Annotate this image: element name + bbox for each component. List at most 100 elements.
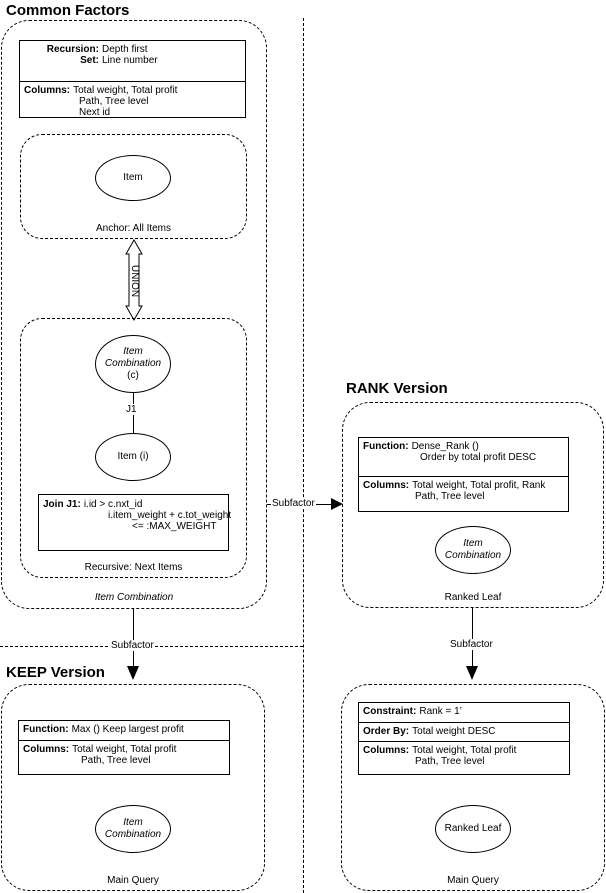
keep-version-container bbox=[1, 684, 265, 891]
rank-version-title: RANK Version bbox=[346, 380, 448, 397]
columns-row: Next id bbox=[24, 107, 241, 118]
constraint-key: Constraint: bbox=[363, 706, 417, 717]
prop-key: Set: bbox=[80, 55, 99, 66]
rank-function-row: Order by total profit DESC bbox=[363, 452, 564, 463]
rank-function-section: Function: Dense_Rank () Order by total p… bbox=[359, 438, 568, 476]
ranked-leaf-node-label: Ranked Leaf bbox=[444, 823, 502, 834]
columns-key: Columns: bbox=[363, 745, 410, 756]
node-line: Item bbox=[463, 538, 483, 549]
recursive-container bbox=[20, 318, 247, 578]
section-divider-vertical bbox=[303, 18, 304, 893]
keep-columns-section: Columns: Total weight, Total profit Path… bbox=[19, 740, 229, 768]
common-factors-container bbox=[1, 20, 267, 609]
columns-line: Total weight, Total profit bbox=[412, 745, 517, 756]
subfactor-edge-rank-label: Subfactor bbox=[271, 498, 316, 509]
function-key: Function: bbox=[23, 724, 69, 735]
subfactor-edge-main-label: Subfactor bbox=[449, 639, 494, 650]
join-key: Join J1: bbox=[43, 499, 81, 510]
prop-row-set: Set: Line number bbox=[24, 55, 241, 66]
function-line: Order by total profit DESC bbox=[420, 452, 537, 463]
columns-line: Path, Tree level bbox=[79, 96, 149, 107]
constraint-value: Rank = 1’ bbox=[419, 706, 462, 717]
orderby-key: Order By: bbox=[363, 726, 410, 737]
orderby-value: Total weight DESC bbox=[412, 726, 496, 737]
join-row: <= :MAX_WEIGHT bbox=[43, 521, 224, 532]
node-line: Item bbox=[123, 346, 143, 357]
rank-props-box: Function: Dense_Rank () Order by total p… bbox=[358, 437, 569, 512]
rank-item-combination-node: Item Combination bbox=[435, 526, 511, 574]
main-props-box: Constraint: Rank = 1’ Order By: Total we… bbox=[358, 702, 570, 775]
node-line: Combination bbox=[444, 550, 502, 561]
keep-columns-row: Columns: Total weight, Total profit bbox=[23, 744, 225, 755]
rank-columns-row: Path, Tree level bbox=[363, 491, 564, 502]
columns-line: Next id bbox=[79, 107, 111, 118]
main-columns-row: Path, Tree level bbox=[363, 756, 565, 767]
keep-caption: Main Query bbox=[107, 875, 159, 886]
rank-version-container bbox=[342, 402, 604, 608]
main-columns-section: Columns: Total weight, Total profit Path… bbox=[359, 741, 569, 769]
subfactor-edge-keep-label: Subfactor bbox=[110, 640, 155, 651]
keep-function-section: Function: Max () Keep largest profit bbox=[19, 721, 229, 740]
columns-row: Path, Tree level bbox=[24, 96, 241, 107]
prop-row-recursion: Recursion: Depth first bbox=[24, 44, 241, 55]
common-factors-title: Common Factors bbox=[6, 2, 130, 19]
item-i-node-label: Item (i) bbox=[117, 451, 149, 462]
rank-function-row: Function: Dense_Rank () bbox=[363, 441, 564, 452]
orderby-section: Order By: Total weight DESC bbox=[359, 722, 569, 741]
anchor-caption: Anchor: All Items bbox=[95, 223, 172, 234]
subfactor-edge-main-line bbox=[472, 608, 473, 668]
rank-caption: Ranked Leaf bbox=[444, 592, 502, 603]
main-columns-row: Columns: Total weight, Total profit bbox=[363, 745, 565, 756]
columns-line: Total weight, Total profit bbox=[73, 85, 178, 96]
join-line: i.item_weight + c.tot_weight bbox=[108, 510, 232, 521]
join-box: Join J1: i.id > c.nxt_id i.item_weight +… bbox=[38, 494, 232, 551]
recursion-section: Recursion: Depth first Set: Line number bbox=[20, 41, 245, 81]
keep-version-title: KEEP Version bbox=[6, 664, 105, 681]
item-node-label: Item bbox=[123, 172, 143, 183]
columns-row: Columns: Total weight, Total profit bbox=[24, 85, 241, 96]
main-query-caption: Main Query bbox=[447, 875, 499, 886]
function-line: Dense_Rank () bbox=[411, 441, 479, 452]
ranked-leaf-node: Ranked Leaf bbox=[435, 805, 511, 853]
join-section: Join J1: i.id > c.nxt_id i.item_weight +… bbox=[39, 495, 232, 534]
node-line: (c) bbox=[127, 370, 139, 381]
common-factors-caption: Item Combination bbox=[94, 592, 174, 603]
constraint-row: Constraint: Rank = 1’ bbox=[363, 706, 565, 717]
node-line: Item bbox=[123, 817, 143, 828]
join-row: Join J1: i.id > c.nxt_id bbox=[43, 499, 224, 510]
main-query-container bbox=[341, 684, 605, 891]
columns-key: Columns: bbox=[23, 744, 70, 755]
item-node: Item bbox=[95, 155, 171, 201]
join-line: i.id > c.nxt_id bbox=[83, 499, 143, 510]
keep-props-box: Function: Max () Keep largest profit Col… bbox=[18, 720, 230, 775]
columns-key: Columns: bbox=[24, 85, 71, 96]
anchor-container bbox=[20, 134, 247, 239]
item-i-node: Item (i) bbox=[95, 433, 171, 481]
node-line: Combination bbox=[104, 829, 162, 840]
recursive-caption: Recursive: Next Items bbox=[84, 562, 183, 573]
constraint-section: Constraint: Rank = 1’ bbox=[359, 703, 569, 722]
prop-key: Recursion: bbox=[46, 44, 99, 55]
columns-key: Columns: bbox=[363, 480, 410, 491]
function-value: Max () Keep largest profit bbox=[71, 724, 184, 735]
keep-function-row: Function: Max () Keep largest profit bbox=[23, 724, 225, 735]
join-line: <= :MAX_WEIGHT bbox=[132, 521, 217, 532]
columns-line: Total weight, Total profit, Rank bbox=[412, 480, 546, 491]
columns-line: Path, Tree level bbox=[81, 755, 151, 766]
node-line: Combination bbox=[104, 358, 162, 369]
rank-columns-row: Columns: Total weight, Total profit, Ran… bbox=[363, 480, 564, 491]
rank-columns-section: Columns: Total weight, Total profit, Ran… bbox=[359, 476, 568, 504]
columns-section: Columns: Total weight, Total profit Path… bbox=[20, 81, 245, 120]
prop-value: Line number bbox=[102, 55, 158, 66]
keep-item-combination-node: Item Combination bbox=[95, 805, 171, 853]
columns-line: Total weight, Total profit bbox=[72, 744, 177, 755]
item-combination-c-node: Item Combination (c) bbox=[95, 335, 171, 393]
columns-line: Path, Tree level bbox=[415, 491, 485, 502]
orderby-row: Order By: Total weight DESC bbox=[363, 726, 565, 737]
prop-value: Depth first bbox=[102, 44, 148, 55]
recursion-props-box: Recursion: Depth first Set: Line number … bbox=[19, 40, 246, 118]
